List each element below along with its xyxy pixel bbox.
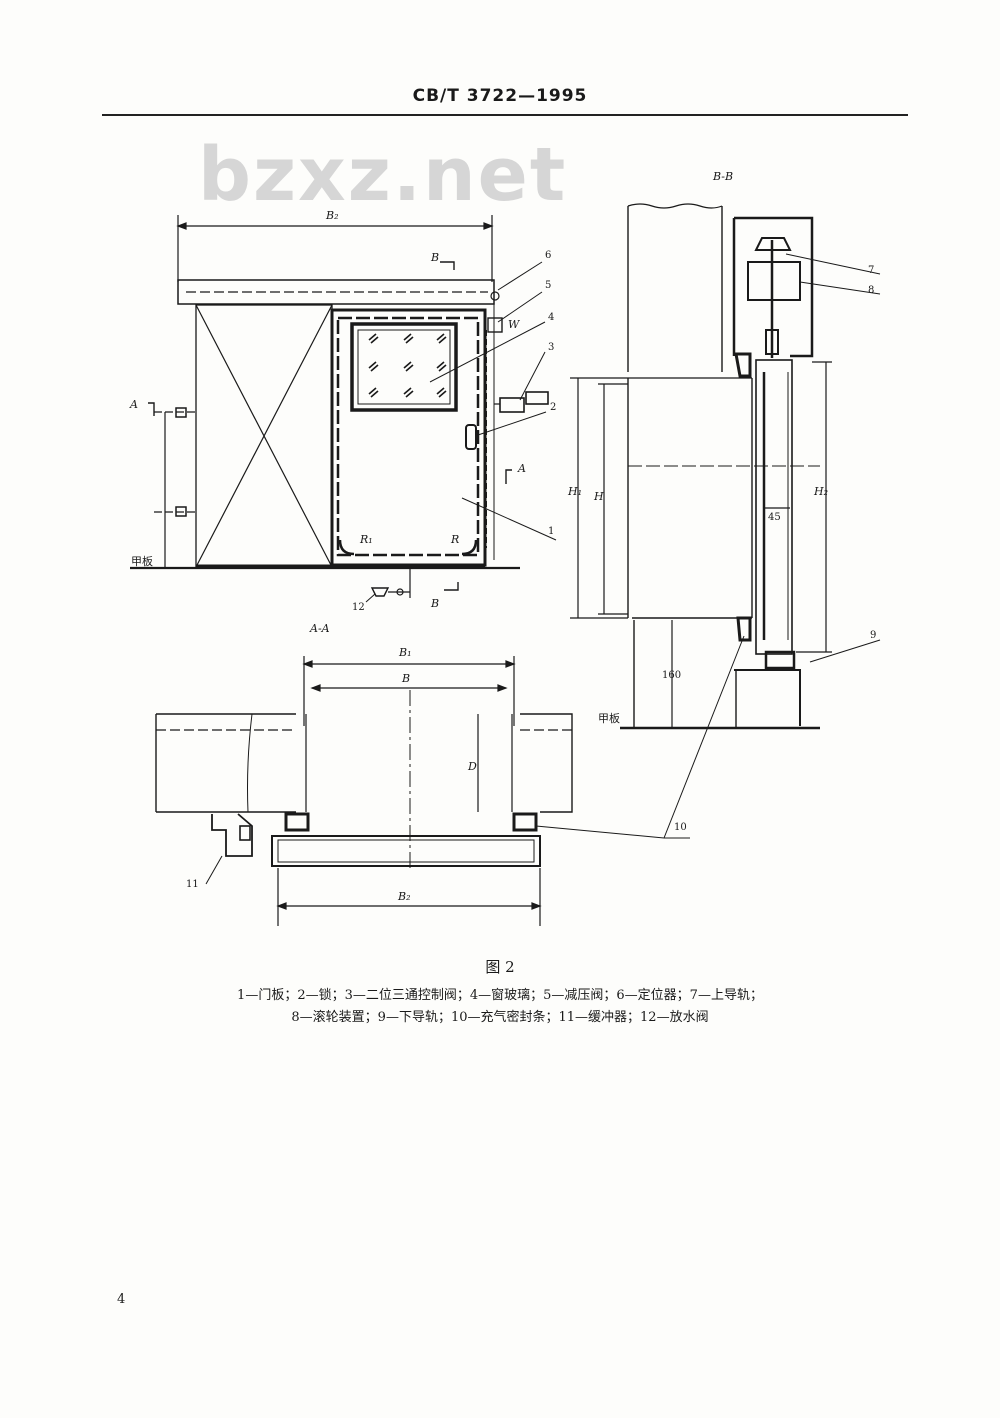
dim-h1-label: H₁ <box>567 485 582 498</box>
callout-5: 5 <box>545 280 551 291</box>
callout-2: 2 <box>550 402 556 413</box>
deck-label-section: 甲板 <box>598 711 620 725</box>
dim-45-label: 45 <box>768 512 781 523</box>
callout-3: 3 <box>548 342 554 353</box>
standard-code-header: CB/T 3722—1995 <box>412 86 588 106</box>
section-bb-title: B-B <box>712 170 733 183</box>
radius-r1-label: R₁ <box>359 533 373 546</box>
section-aa-title: A-A <box>309 622 330 635</box>
dim-b-label: B <box>401 672 410 685</box>
section-bb-view: B-B 7 8 9 10 H₁ H H₂ 45 160 甲板 <box>535 170 881 839</box>
callout-7: 7 <box>868 265 874 276</box>
dim-h-label: H <box>593 490 604 503</box>
watermark: bzxz.net <box>198 132 568 218</box>
callout-1: 1 <box>548 526 554 537</box>
dim-b1-label: B₁ <box>398 646 412 659</box>
section-b-mark-bottom: B <box>430 597 439 610</box>
callout-8: 8 <box>868 285 874 296</box>
callout-12: 12 <box>352 602 365 613</box>
deck-label-elevation: 甲板 <box>131 554 153 568</box>
callout-6: 6 <box>545 250 551 261</box>
figure-title: 图 2 <box>485 958 515 976</box>
figure-legend-line-2: 8—滚轮装置；9—下导轨；10—充气密封条；11—缓冲器；12—放水阀 <box>291 1010 709 1025</box>
callout-4: 4 <box>548 312 554 323</box>
callout-9: 9 <box>870 630 876 641</box>
valve-w-label: W <box>508 318 521 331</box>
dim-b2-label: B₂ <box>325 209 339 222</box>
dim-h2-label: H₂ <box>813 485 828 498</box>
door-elevation-view: 6 5 4 3 2 1 12 B₂ B B A A W R₁ R 甲板 <box>129 209 556 613</box>
section-b-mark-top: B <box>430 251 439 264</box>
callout-10: 10 <box>674 822 687 833</box>
dim-b2-label-bottom: B₂ <box>397 890 411 903</box>
callout-11: 11 <box>186 879 199 890</box>
section-aa-view: A-A B₁ B D B₂ 11 <box>155 622 573 926</box>
section-a-mark-left: A <box>129 398 138 411</box>
figure-legend-line-1: 1—门板；2—锁；3—二位三通控制阀；4—窗玻璃；5—减压阀；6—定位器；7—上… <box>237 988 763 1003</box>
dim-d-label: D <box>467 760 477 773</box>
dim-160-label: 160 <box>662 670 681 681</box>
page-number: 4 <box>117 1292 126 1307</box>
section-a-mark-right: A <box>517 462 526 475</box>
header-rule <box>102 114 908 116</box>
radius-r-label: R <box>450 533 459 546</box>
